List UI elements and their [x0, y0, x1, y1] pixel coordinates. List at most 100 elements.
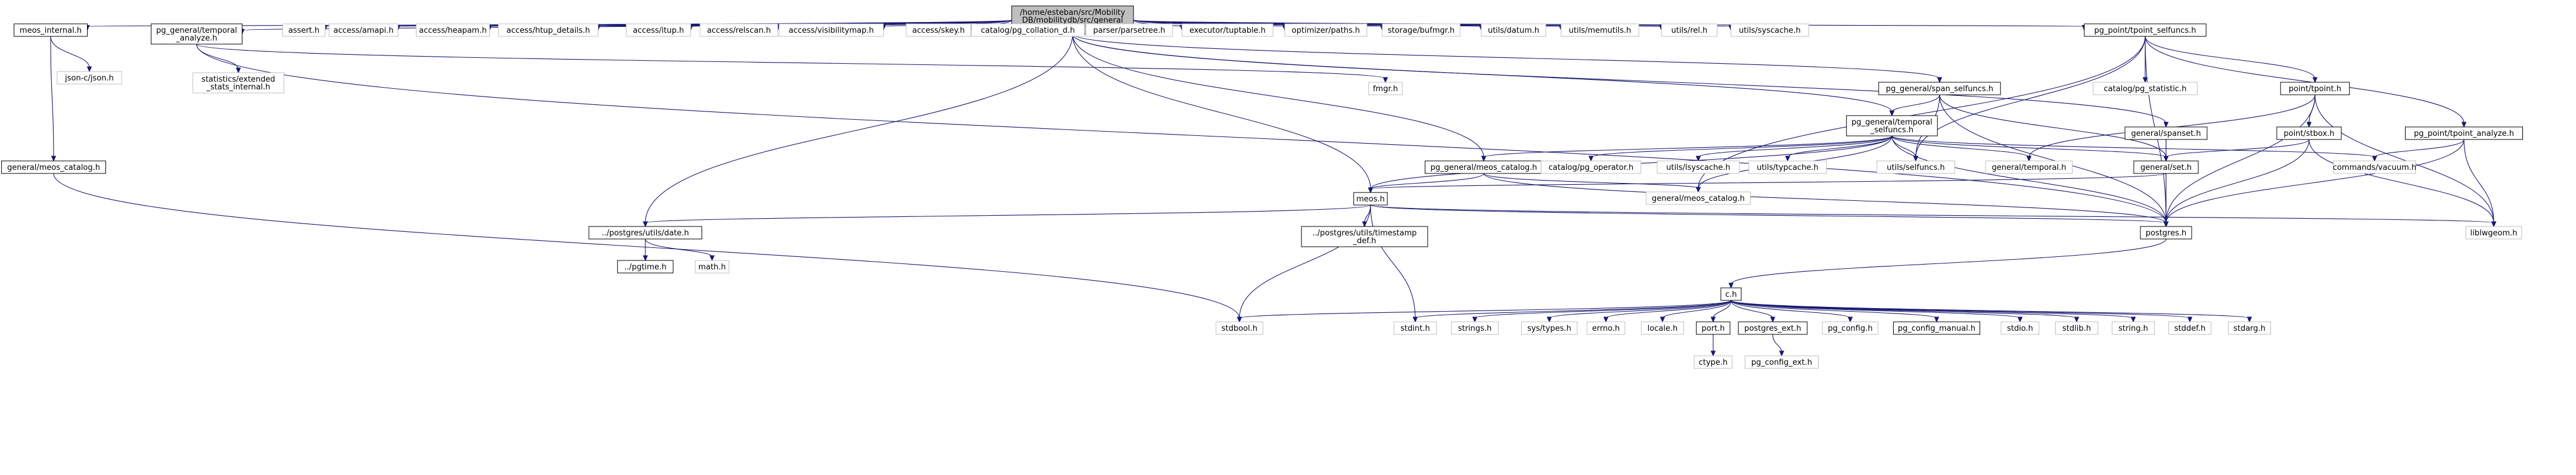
- edge-root-to-pg_meos_catalog: [1072, 33, 1484, 158]
- node-temporal-selfuncs[interactable]: pg_general/temporal_selfuncs.h: [1846, 115, 1938, 136]
- node-box: [1481, 23, 1546, 37]
- node-label: utils/typcache.h: [1757, 163, 1819, 172]
- node-point-tpoint[interactable]: point/tpoint.h: [2280, 82, 2350, 95]
- edge-tpoint_selfuncs-to-tpoint_analyze: [2145, 36, 2465, 124]
- node-label: statistics/extended: [201, 75, 275, 84]
- node-timestamp-def[interactable]: ../postgres/utils/timestamp_def.h: [1301, 226, 1428, 247]
- edge-c_h-to-stdbool: [1239, 300, 1732, 319]
- node-box: [1661, 23, 1718, 37]
- node-box: [2333, 160, 2416, 174]
- node-box: [1216, 321, 1263, 335]
- node-box: [2405, 126, 2523, 140]
- node-pg-config-manual[interactable]: pg_config_manual.h: [1893, 321, 1981, 335]
- node-port[interactable]: port.h: [1696, 321, 1730, 335]
- edge-arrowhead: [2017, 316, 2023, 323]
- node-label: c.h: [1725, 290, 1737, 299]
- edge-arrowhead: [1695, 156, 1701, 162]
- edge-pg_utils_date-to-math: [645, 238, 713, 257]
- node-box: [2276, 126, 2342, 140]
- node-pg-utils-date[interactable]: ../postgres/utils/date.h: [588, 226, 703, 240]
- node-label: pg_general/temporal: [156, 26, 237, 35]
- node-postgres-ext[interactable]: postgres_ext.h: [1738, 321, 1808, 335]
- node-box: [2111, 321, 2155, 335]
- node-label: json-c/json.h: [64, 74, 114, 83]
- edge-temporal_selfuncs-to-postgres_h: [1891, 135, 2167, 223]
- edge-general_set-to-meos_h: [1370, 173, 2167, 190]
- edge-arrowhead: [1889, 110, 1895, 117]
- node-label: _def.h: [1353, 237, 1376, 246]
- node-label: stddef.h: [2174, 324, 2205, 333]
- node-label: pg_point/tpoint_selfuncs.h: [2094, 26, 2196, 35]
- node-label: access/heapam.h: [419, 26, 487, 35]
- node-label: _selfuncs.h: [1870, 126, 1913, 135]
- node-assert: assert.h: [282, 23, 326, 37]
- node-rel: utils/rel.h: [1661, 23, 1718, 37]
- edge-arrowhead: [2312, 77, 2318, 83]
- node-typcache: utils/typcache.h: [1748, 160, 1827, 174]
- node-heapam: access/heapam.h: [416, 23, 490, 37]
- edge-stbox-to-general_set: [2165, 139, 2310, 158]
- node-pg-config-ext: pg_config_ext.h: [1745, 355, 1819, 369]
- edge-temporal_selfuncs-to-general_set: [1891, 135, 2167, 158]
- node-label: catalog/pg_collation_d.h: [981, 26, 1075, 35]
- node-errno: errno.h: [1586, 321, 1626, 335]
- node-meos-internal[interactable]: meos_internal.h: [14, 23, 88, 37]
- node-stdbool: stdbool.h: [1216, 321, 1263, 335]
- node-pg-temporal-analyze[interactable]: pg_general/temporal_analyze.h: [151, 23, 243, 45]
- node-box: [617, 260, 674, 274]
- node-box: [1, 160, 106, 174]
- edge-temporal_selfuncs-to-vacuum: [1891, 135, 2375, 158]
- edge-c_h-to-pg_config_manual: [1730, 300, 1937, 319]
- node-box: [1720, 287, 1742, 301]
- node-label: access/amapi.h: [333, 26, 393, 35]
- edge-span_selfuncs-to-postgres_h: [1939, 94, 2167, 223]
- node-label: pg_general/meos_catalog.h: [1430, 163, 1537, 172]
- node-amapi: access/amapi.h: [328, 23, 399, 37]
- node-tpoint-analyze[interactable]: pg_point/tpoint_analyze.h: [2405, 126, 2523, 140]
- node-box: [2465, 226, 2522, 240]
- edge-arrowhead: [1937, 77, 1943, 83]
- edge-c_h-to-port: [1713, 300, 1732, 319]
- edge-span_selfuncs-to-general_set: [1939, 94, 2167, 158]
- node-box: [1696, 321, 1730, 335]
- node-general-set[interactable]: general/set.h: [2133, 160, 2199, 174]
- edge-arrowhead: [1588, 156, 1594, 162]
- node-label: ../postgres/utils/date.h: [602, 229, 689, 238]
- edge-span_selfuncs-to-temporal_selfuncs: [1891, 94, 1940, 113]
- node-label: catalog/pg_operator.h: [1549, 163, 1633, 172]
- node-label: strings.h: [1458, 324, 1491, 333]
- edge-arrowhead: [2461, 122, 2467, 128]
- edge-tpoint_analyze-to-vacuum: [2374, 139, 2465, 158]
- node-stbox[interactable]: point/stbox.h: [2276, 126, 2342, 140]
- node-spanset[interactable]: general/spanset.h: [2124, 126, 2208, 140]
- edge-c_h-to-stdarg: [1730, 300, 2250, 319]
- node-ctype: ctype.h: [1693, 355, 1733, 369]
- node-label: utils/lsyscache.h: [1666, 163, 1730, 172]
- edge-tpoint_analyze-to-liblwgeom: [2463, 139, 2494, 223]
- node-pg-meos-catalog[interactable]: pg_general/meos_catalog.h: [1425, 160, 1543, 174]
- edge-meos_internal-to-general_meos_catalog: [50, 36, 54, 158]
- node-postgres-h[interactable]: postgres.h: [2140, 226, 2192, 240]
- node-label: general/meos_catalog.h: [7, 163, 100, 172]
- node-span-selfuncs[interactable]: pg_general/span_selfuncs.h: [1878, 82, 2001, 95]
- node-label: optimizer/paths.h: [1292, 26, 1360, 35]
- node-tpoint-selfuncs[interactable]: pg_point/tpoint_selfuncs.h: [2084, 23, 2207, 37]
- node-box: [328, 23, 399, 37]
- node-strings: strings.h: [1451, 321, 1499, 335]
- node-pg-collation-d: catalog/pg_collation_d.h: [971, 23, 1085, 37]
- edge-meos_h-to-pg_utils_date: [645, 204, 1371, 223]
- edge-c_h-to-postgres_ext: [1730, 300, 1773, 319]
- node-meos-h[interactable]: meos.h: [1353, 192, 1388, 206]
- node-label: general/set.h: [2140, 163, 2192, 172]
- node-box: [906, 23, 971, 37]
- node-label: stdarg.h: [2233, 324, 2266, 333]
- edge-temporal_selfuncs-to-lsyscache: [1698, 135, 1893, 158]
- node-relscan: access/relscan.h: [700, 23, 778, 37]
- node-general-meos-catalog[interactable]: general/meos_catalog.h: [1, 160, 106, 174]
- node-box: [14, 23, 88, 37]
- edge-root-to-span_selfuncs: [1072, 33, 1940, 79]
- node-pgtime[interactable]: ../pgtime.h: [617, 260, 674, 274]
- edge-arrowhead: [1779, 350, 1785, 357]
- node-c-h[interactable]: c.h: [1720, 287, 1742, 301]
- node-box: [1353, 192, 1388, 206]
